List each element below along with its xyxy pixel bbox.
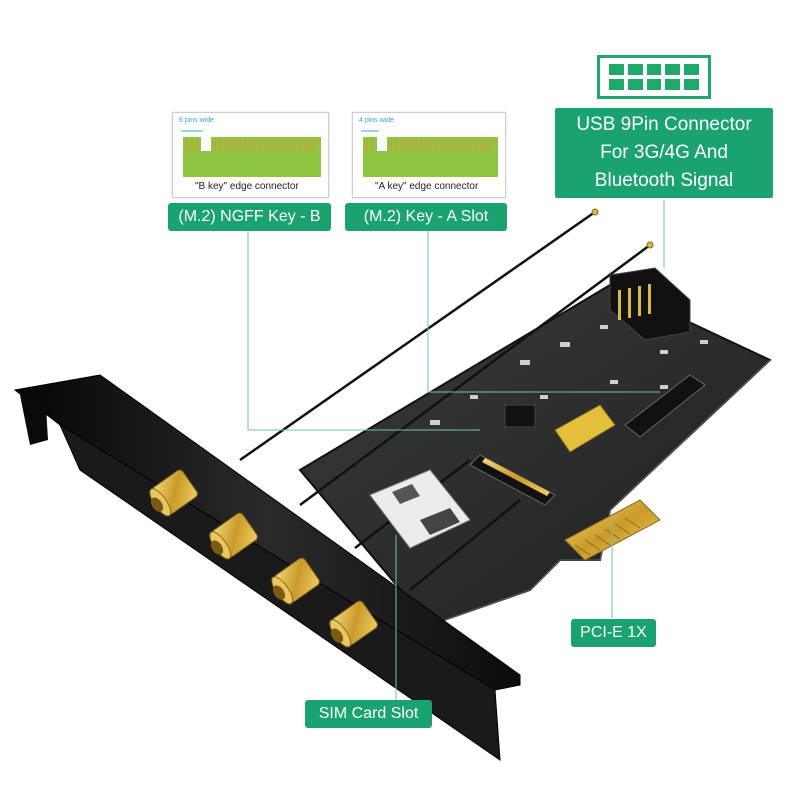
b-key-card: 6 pins wide "B key" edge connector — [172, 112, 329, 198]
usb-label-line-1: USB 9Pin Connector — [576, 114, 752, 135]
pin — [609, 79, 624, 90]
ngff-key-b-label: (M.2) NGFF Key - B — [168, 203, 331, 231]
pin — [627, 64, 643, 75]
usb-label-line-3: Bluetooth Signal — [594, 170, 734, 191]
a-key-card: 4 pins wide "A key" edge connector — [352, 112, 506, 198]
a-key-edge-connector-icon — [361, 130, 498, 177]
pcie-1x-label: PCI-E 1X — [571, 619, 656, 647]
pin — [665, 64, 681, 75]
pin — [684, 79, 699, 90]
usb-connector-label: USB 9Pin Connector For 3G/4G And Bluetoo… — [555, 108, 773, 198]
sim-card-slot-label: SIM Card Slot — [305, 700, 432, 728]
usb-9pin-header-icon — [597, 55, 711, 99]
b-key-caption: "B key" edge connector — [195, 181, 299, 192]
pin — [684, 64, 699, 75]
chip-area — [504, 404, 616, 453]
usb-9pin-header — [609, 267, 691, 341]
pin — [646, 64, 662, 75]
a-key-pins-note: 4 pins wide — [359, 117, 395, 124]
smd-components — [430, 325, 708, 425]
b-key-edge-connector-icon — [181, 130, 321, 177]
key-a-slot-label: (M.2) Key - A Slot — [345, 203, 507, 231]
sim-card-slot — [369, 469, 471, 549]
pin — [646, 79, 662, 90]
m2-key-b-slot — [469, 454, 556, 506]
pin — [627, 79, 643, 90]
usb-label-line-2: For 3G/4G And — [600, 142, 728, 163]
leader-lines — [247, 200, 665, 700]
pin — [665, 79, 681, 90]
m2-key-a-slot — [624, 374, 706, 438]
pin — [609, 64, 624, 75]
b-key-pins-note: 6 pins wide — [179, 117, 215, 124]
a-key-caption: "A key" edge connector — [375, 181, 479, 192]
sma-connectors — [149, 469, 378, 648]
